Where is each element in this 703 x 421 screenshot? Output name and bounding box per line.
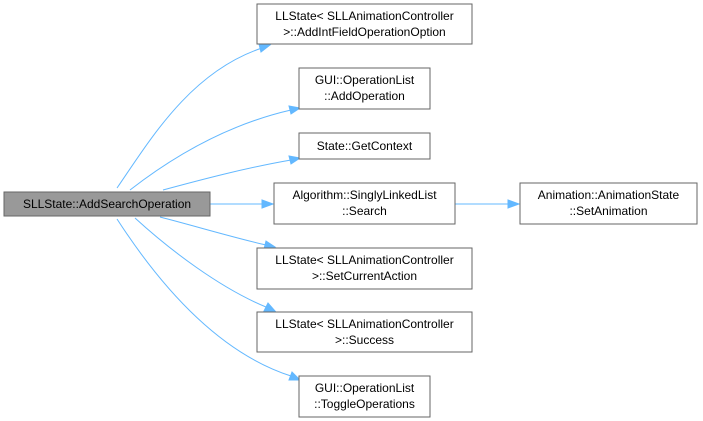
node-toggle-operations-line1: GUI::OperationList [315,381,415,395]
edge-root-to-set-current-action [159,216,277,250]
node-set-animation-line1: Animation::AnimationState [538,188,680,202]
node-set-animation[interactable]: Animation::AnimationState ::SetAnimation [519,182,698,225]
node-add-int-field[interactable]: LLState< SLLAnimationController >::AddIn… [256,3,473,45]
node-set-current-action-line2: >::SetCurrentAction [312,269,417,283]
edge-root-to-add-operation [129,105,302,191]
node-set-animation-line2: ::SetAnimation [569,204,647,218]
node-get-context-label: State::GetContext [317,139,413,153]
node-root-label: SLLState::AddSearchOperation [23,197,191,211]
node-add-operation[interactable]: GUI::OperationList ::AddOperation [298,67,431,110]
node-toggle-operations-line2: ::ToggleOperations [314,397,415,411]
node-root[interactable]: SLLState::AddSearchOperation [3,191,211,217]
node-search-line2: ::Search [342,204,387,218]
node-toggle-operations[interactable]: GUI::OperationList ::ToggleOperations [298,375,431,418]
node-set-current-action[interactable]: LLState< SLLAnimationController >::SetCu… [256,247,473,290]
edge-root-to-get-context [162,155,302,191]
edge-root-to-success [134,217,277,312]
node-add-int-field-line2: >::AddIntFieldOperationOption [283,25,445,39]
node-set-current-action-line1: LLState< SLLAnimationController [275,253,453,267]
node-search[interactable]: Algorithm::SinglyLinkedList ::Search [273,182,456,225]
node-search-line1: Algorithm::SinglyLinkedList [292,188,437,202]
edge-search-to-set-animation [455,199,521,209]
edge-root-to-toggle-operations [116,218,302,381]
node-success-line1: LLState< SLLAnimationController [275,317,453,331]
node-success-line2: >::Success [335,333,394,347]
node-add-operation-line2: ::AddOperation [324,89,405,103]
edge-root-to-add-int-field [116,43,272,189]
edge-root-to-search [210,199,275,209]
node-get-context[interactable]: State::GetContext [298,132,431,160]
node-add-operation-line1: GUI::OperationList [315,73,415,87]
node-success[interactable]: LLState< SLLAnimationController >::Succe… [256,311,473,353]
node-add-int-field-line1: LLState< SLLAnimationController [275,9,453,23]
